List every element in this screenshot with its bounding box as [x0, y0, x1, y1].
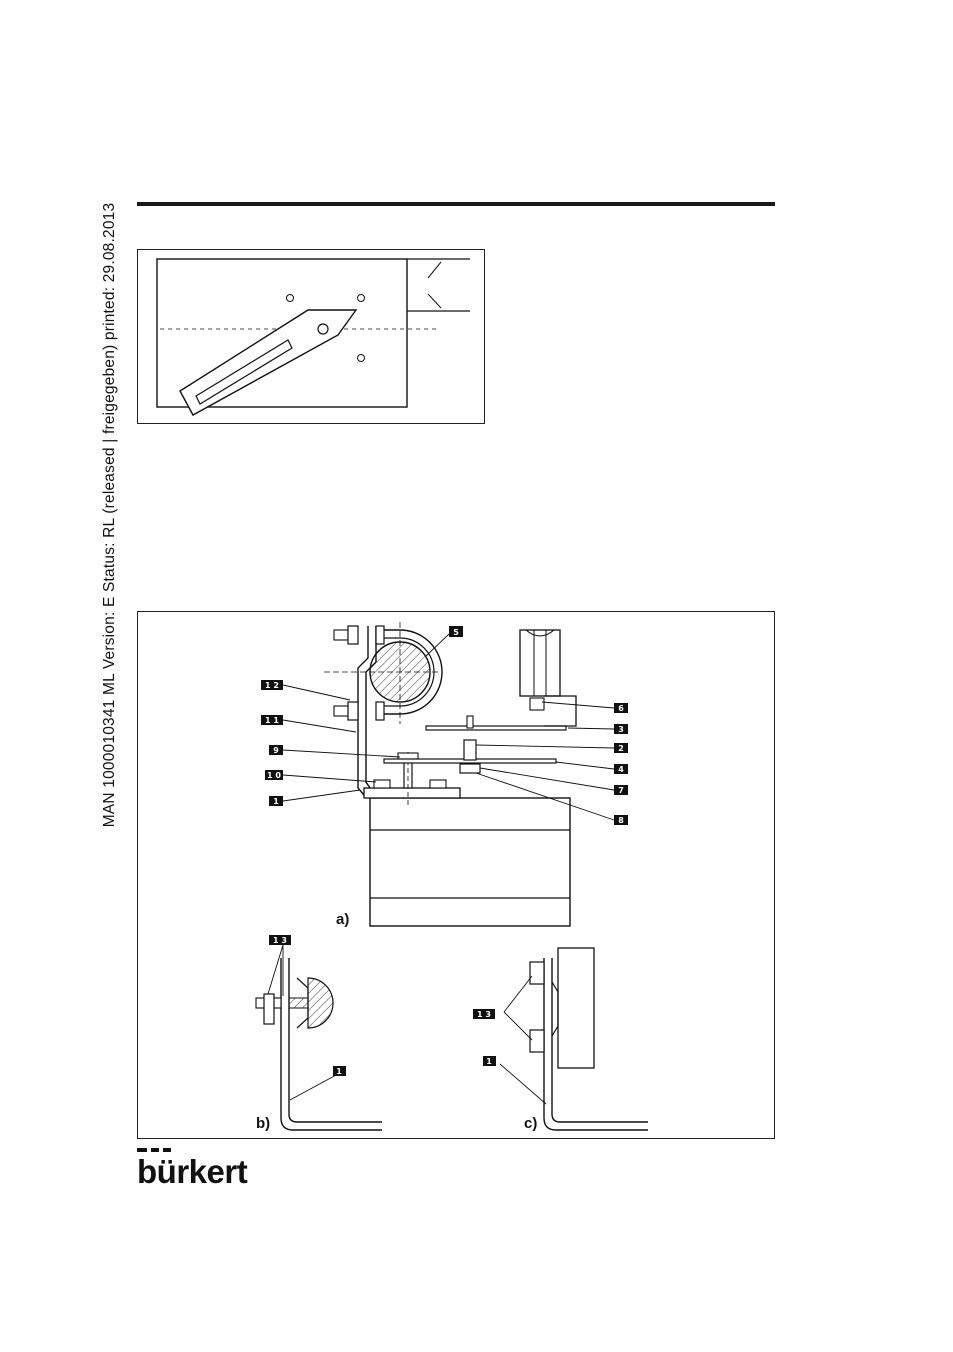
svg-text:1: 1 [336, 1067, 342, 1076]
part-tag-8: 8 [614, 815, 628, 825]
part-tag-2: 2 [614, 743, 628, 753]
part-tag-3: 3 [614, 724, 628, 734]
lever-drawing [138, 250, 486, 425]
brand-wordmark: bürkert [137, 1154, 247, 1190]
part-tag-10: 1 0 [265, 770, 283, 780]
svg-text:9: 9 [273, 746, 279, 755]
part-tag-5: 5 [449, 626, 463, 637]
svg-text:1 3: 1 3 [273, 936, 287, 945]
part-tag-1: 1 [269, 796, 283, 806]
svg-text:4: 4 [618, 765, 624, 774]
part-tag-1-b: 1 [333, 1066, 346, 1076]
svg-text:2: 2 [618, 744, 624, 753]
assembly-drawing: 1 2 1 1 9 1 0 1 5 6 3 [138, 612, 776, 1140]
svg-text:1: 1 [273, 797, 279, 806]
svg-text:1 0: 1 0 [267, 771, 281, 780]
svg-text:5: 5 [453, 628, 459, 637]
lever-figure [137, 249, 485, 424]
subfigure-label-c: c) [524, 1115, 537, 1132]
svg-text:3: 3 [618, 725, 624, 734]
part-tag-6: 6 [614, 703, 628, 713]
svg-text:6: 6 [618, 704, 624, 713]
subfigure-label-a: a) [336, 911, 349, 928]
subfigure-label-b: b) [256, 1115, 270, 1132]
part-tag-11: 1 1 [261, 715, 283, 725]
part-tag-12: 1 2 [261, 680, 283, 690]
part-tag-9: 9 [269, 745, 283, 755]
document-margin-note: MAN 1000010341 ML Version: E Status: RL … [101, 150, 119, 880]
header-rule [137, 202, 775, 206]
svg-text:1 1: 1 1 [265, 716, 279, 725]
svg-text:1 2: 1 2 [265, 681, 279, 690]
burkert-logo: bürkert [137, 1148, 259, 1192]
part-tag-7: 7 [614, 785, 628, 795]
svg-text:7: 7 [618, 786, 624, 795]
part-tag-13-b: 1 3 [269, 935, 291, 945]
svg-text:1: 1 [486, 1057, 492, 1066]
svg-text:8: 8 [618, 816, 624, 825]
part-tag-1-c: 1 [483, 1056, 496, 1066]
part-tag-4: 4 [614, 764, 628, 774]
assembly-figure: 1 2 1 1 9 1 0 1 5 6 3 [137, 611, 775, 1139]
part-tag-13-c: 1 3 [473, 1009, 495, 1019]
svg-text:1 3: 1 3 [477, 1010, 491, 1019]
